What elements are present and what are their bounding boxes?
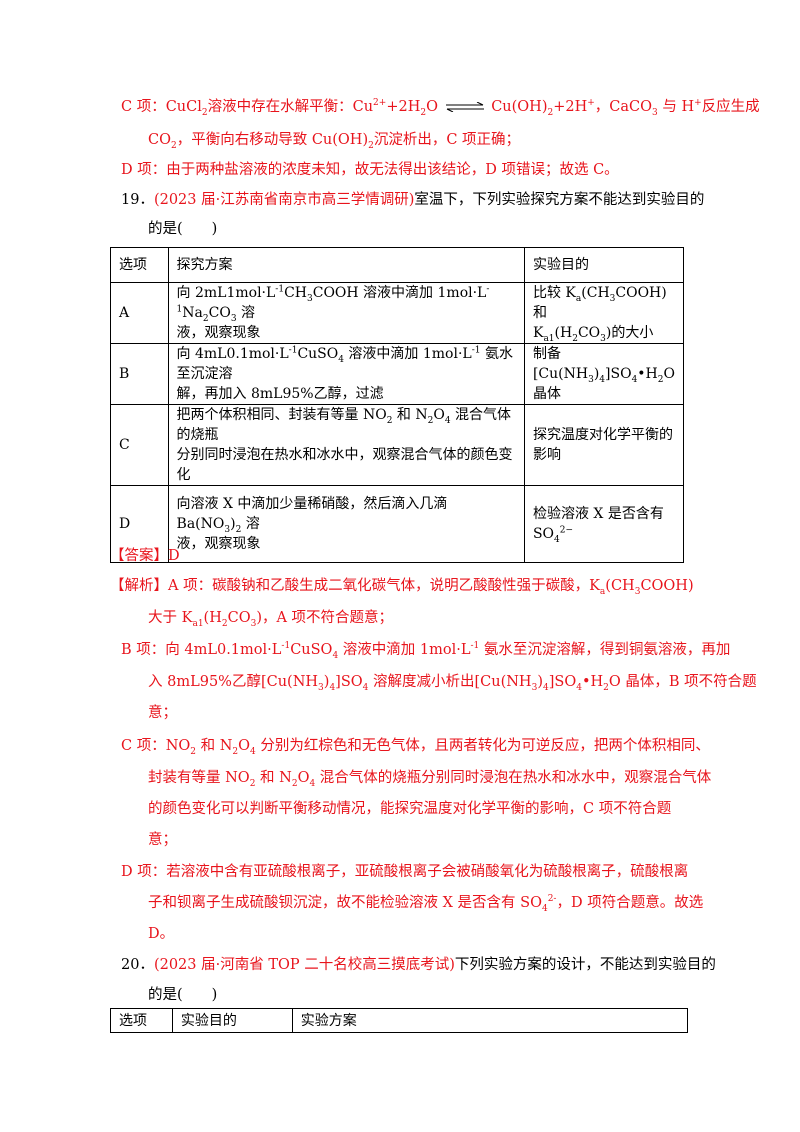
table-row: A 向 2mL1mol·L-1CH3COOH 溶液中滴加 1mol·L-1Na2… — [110, 282, 685, 344]
c-item-line1: C 项：CuCl2溶液中存在水解平衡：Cu2++2H2O Cu(OH)2+2H+… — [121, 98, 760, 118]
analysis-b-line1: B 项：向 4mL0.1mol·L-1CuSO4 溶液中滴加 1mol·L-1 … — [121, 641, 731, 661]
analysis-b-line2: 入 8mL95%乙醇[Cu(NH3)4]SO4 溶解度减小析出[Cu(NH3)4… — [148, 674, 757, 693]
table-header-row: 选项 实验目的 实验方案 — [110, 1008, 689, 1033]
q20-stem: 20．(2023 届·河南省 TOP 二十名校高三摸底考试)下列实验方案的设计，… — [121, 957, 716, 973]
row-goal: 检验溶液 X 是否含有 SO42− — [523, 485, 685, 563]
analysis-c-line1: C 项：NO2 和 N2O4 分别为红棕色和无色气体，且两者转化为可逆反应，把两… — [121, 738, 710, 757]
row-plan: 把两个体积相同、封装有等量 NO2 和 N2O4 混合气体的烧瓶分别同时浸泡在热… — [167, 404, 525, 486]
table-row: B 向 4mL0.1mol·L-1CuSO4 溶液中滴加 1mol·L-1 氨水… — [110, 343, 685, 405]
table-header-row: 选项 探究方案 实验目的 — [110, 247, 685, 283]
row-option: C — [110, 404, 169, 486]
row-option: D — [110, 485, 169, 563]
header-option: 选项 — [110, 247, 169, 283]
analysis-d-line1: D 项：若溶液中含有亚硫酸根离子，亚硫酸根离子会被硝酸氧化为硫酸根离子，硫酸根离 — [121, 864, 689, 880]
row-plan: 向 2mL1mol·L-1CH3COOH 溶液中滴加 1mol·L-1Na2CO… — [167, 282, 525, 344]
row-option: B — [110, 343, 169, 405]
q20-stem-line2: 的是( ) — [148, 987, 218, 1003]
header-goal: 实验目的 — [171, 1008, 293, 1033]
answer: 【答案】D — [110, 548, 180, 564]
analysis-a-line1: 【解析】A 项：碳酸钠和乙酸生成二氧化碳气体，说明乙酸酸性强于碳酸，Ka(CH3… — [110, 578, 694, 597]
analysis-d-line2: 子和钡离子生成硫酸钡沉淀，故不能检验溶液 X 是否含有 SO42-，D 项符合题… — [148, 894, 704, 914]
table-row: C 把两个体积相同、封装有等量 NO2 和 N2O4 混合气体的烧瓶分别同时浸泡… — [110, 404, 685, 486]
c-item-line2: CO2，平衡向右移动导致 Cu(OH)2沉淀析出，C 项正确； — [148, 132, 521, 151]
header-plan: 探究方案 — [167, 247, 525, 283]
analysis-c-line3: 的颜色变化可以判断平衡移动情况，能探究温度对化学平衡的影响，C 项不符合题 — [148, 801, 672, 817]
q20-table: 选项 实验目的 实验方案 — [110, 1008, 689, 1033]
equilibrium-arrow-icon — [445, 102, 485, 112]
header-plan: 实验方案 — [291, 1008, 689, 1033]
q19-stem: 19．(2023 届·江苏南省南京市高三学情调研)室温下，下列实验探究方案不能达… — [121, 192, 705, 208]
q19-table: 选项 探究方案 实验目的 A 向 2mL1mol·L-1CH3COOH 溶液中滴… — [110, 247, 685, 563]
analysis-b-line3: 意； — [148, 705, 177, 721]
row-goal: 制备[Cu(NH3)4]SO4•H2O 晶体 — [523, 343, 685, 405]
analysis-c-line2: 封装有等量 NO2 和 N2O4 混合气体的烧瓶分别同时浸泡在热水和冰水中，观察… — [148, 770, 712, 789]
header-goal: 实验目的 — [523, 247, 685, 283]
d-item: D 项：由于两种盐溶液的浓度未知，故无法得出该结论，D 项错误；故选 C。 — [121, 162, 619, 178]
header-option: 选项 — [110, 1008, 173, 1033]
q19-stem-line2: 的是( ) — [148, 221, 218, 237]
row-option: A — [110, 282, 169, 344]
table-row: D 向溶液 X 中滴加少量稀硝酸，然后滴入几滴 Ba(NO3)2 溶液，观察现象… — [110, 485, 685, 563]
analysis-a-line2: 大于 Ka1(H2CO3)，A 项不符合题意； — [148, 610, 394, 629]
row-goal: 探究温度对化学平衡的影响 — [523, 404, 685, 486]
analysis-c-line4: 意； — [148, 832, 177, 848]
analysis-d-line3: D。 — [148, 926, 175, 942]
row-plan: 向溶液 X 中滴加少量稀硝酸，然后滴入几滴 Ba(NO3)2 溶液，观察现象 — [167, 485, 525, 563]
row-plan: 向 4mL0.1mol·L-1CuSO4 溶液中滴加 1mol·L-1 氨水至沉… — [167, 343, 525, 405]
